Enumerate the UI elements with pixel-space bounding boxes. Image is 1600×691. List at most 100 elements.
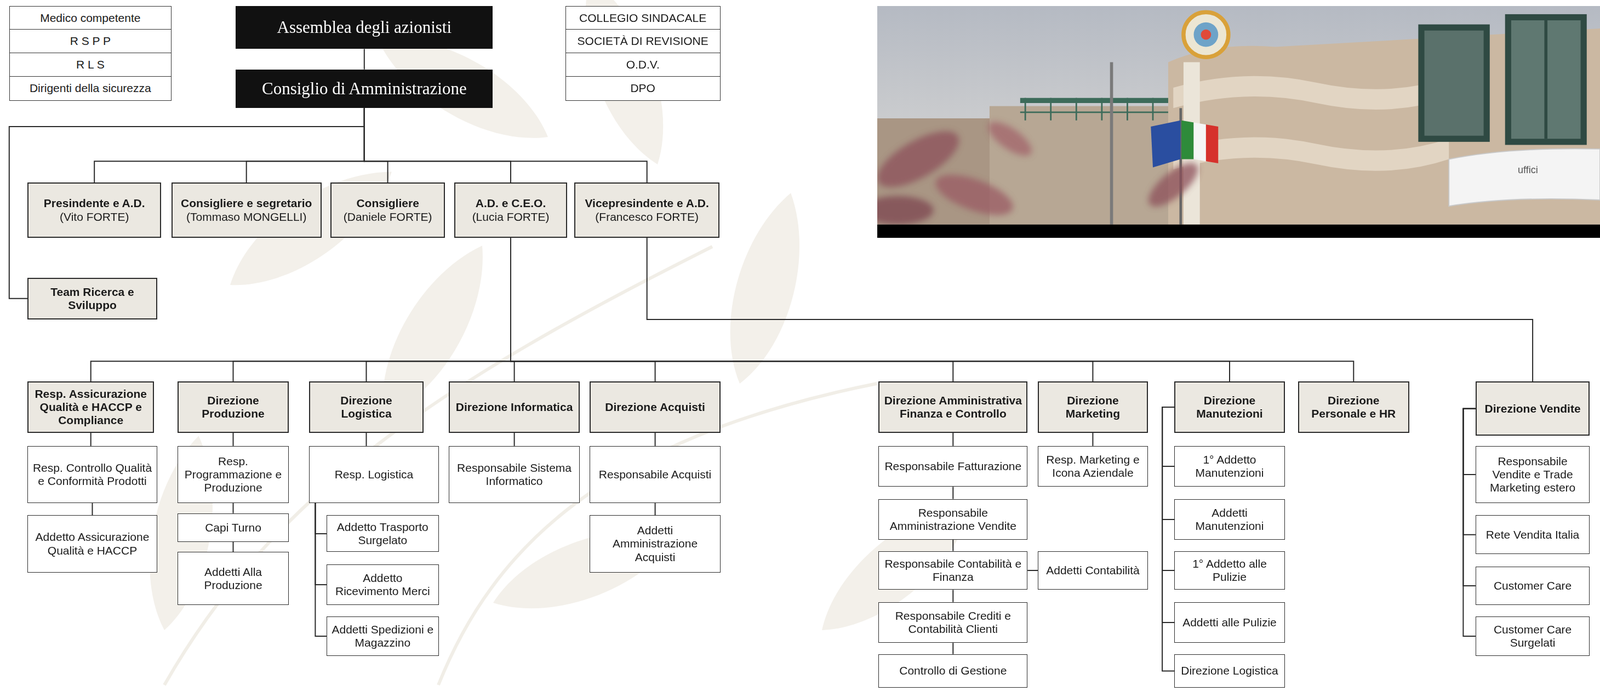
box-title: Addetto Assicurazione Qualità e HACCP (32, 530, 153, 557)
role-box: Responsabile Fatturazione (878, 446, 1028, 487)
connector-line (1162, 407, 1175, 467)
info-cell: R L S (9, 53, 172, 77)
building-photo (1181, 120, 1194, 160)
box-title: Resp. Marketing e Icona Aziendale (1042, 453, 1144, 480)
box-title: Capi Turno (204, 521, 262, 535)
role-box: Addetti alle Pulizie (1174, 602, 1285, 643)
box-title: O.D.V. (626, 58, 660, 72)
box-title: Addetti Alla Produzione (182, 565, 284, 592)
building-photo (1424, 30, 1484, 136)
connector-line (366, 237, 512, 382)
role-box: Responsabile Contabilità e Finanza (878, 551, 1028, 591)
box-title: R L S (76, 58, 105, 72)
connector-line (366, 432, 368, 447)
connector-line (510, 237, 1093, 382)
department-box: Consigliere(Daniele FORTE) (330, 182, 445, 238)
building-photo (1201, 29, 1212, 40)
box-title: Resp. Programmazione e Produzione (182, 454, 284, 495)
department-box: Direzione Vendite (1475, 381, 1591, 436)
building-photo (877, 6, 1600, 225)
info-cell: O.D.V. (565, 53, 721, 77)
building-photo (1075, 98, 1078, 121)
connector-line (92, 503, 94, 516)
connector-line (363, 48, 365, 70)
role-box: Resp. Controllo Qualità e Conformità Pro… (27, 446, 158, 504)
box-title: DPO (630, 81, 656, 95)
connector-line (9, 107, 365, 299)
box-title: Resp. Controllo Qualità e Conformità Pro… (32, 461, 153, 488)
connector-line (315, 503, 327, 534)
box-title: Direzione Manutezioni (1179, 393, 1279, 421)
box-title: Direzione Produzione (183, 393, 284, 421)
person-name: (Daniele FORTE) (343, 210, 433, 224)
box-title: Resp. Logistica (334, 467, 414, 482)
box-title: Addetto Ricevimento Merci (331, 571, 434, 598)
role-box: Rete Vendita Italia (1475, 515, 1591, 554)
box-title: Responsabile Contabilità e Finanza (883, 557, 1023, 584)
building-photo (989, 106, 1184, 225)
box-title: Dirigenti della sicurezza (29, 81, 152, 95)
department-box: Vicepresindente e A.D.(Francesco FORTE) (574, 182, 719, 238)
box-title: 1° Addetto alle Pulizie (1179, 557, 1280, 584)
box-title: Direzione Logistica (1180, 664, 1278, 678)
box-title: Addetti Manutenzioni (1179, 506, 1280, 533)
box-title: SOCIETÀ DI REVISIONE (577, 34, 709, 48)
connector-line (1162, 407, 1175, 571)
connector-line (952, 432, 954, 447)
role-box: Addetti Spedizioni e Magazzino (326, 616, 439, 657)
box-title: Addetti Spedizioni e Magazzino (331, 623, 434, 650)
role-box: Direzione Logistica (1174, 654, 1285, 688)
building-photo (1150, 120, 1181, 168)
department-box: Consigliere e segretario(Tommaso MONGELL… (171, 182, 322, 238)
building-photo (877, 6, 1600, 238)
connector-line (232, 432, 234, 447)
role-box: Responsabile Sistema Informatico (448, 446, 580, 504)
building-photo (1141, 155, 1205, 214)
department-box: Direzione Logistica (309, 381, 424, 433)
connector-line (1027, 569, 1038, 571)
connector-line (364, 107, 388, 183)
department-box: Direzione Acquisti (589, 381, 720, 433)
box-title: Direzione Personale e HR (1303, 393, 1404, 421)
box-title: Presindente e A.D. (43, 196, 146, 210)
info-cell: Medico competente (9, 6, 172, 30)
leaf-stem (164, 246, 877, 685)
info-cell: SOCIETÀ DI REVISIONE (565, 29, 721, 54)
connector-line (510, 237, 1354, 382)
connector-line (315, 503, 327, 585)
box-title: Assemblea degli azionisti (277, 17, 453, 38)
building-photo (1126, 98, 1129, 121)
building-photo (1020, 111, 1184, 113)
leaf-watermark (711, 185, 819, 392)
department-box: Direzione Informatica (448, 381, 580, 433)
info-cell: DPO (565, 76, 721, 102)
connector-line (364, 107, 511, 183)
box-title: Direzione Vendite (1484, 402, 1581, 416)
connector-line (315, 503, 327, 637)
box-title: Rete Vendita Italia (1486, 528, 1580, 542)
box-title: Vicepresindente e A.D. (584, 196, 709, 210)
connector-line (1092, 432, 1094, 447)
role-box: Resp. Programmazione e Produzione (177, 446, 289, 504)
building-photo (1206, 124, 1219, 164)
info-cell: R S P P (9, 29, 172, 54)
role-box: Responsabile Amministrazione Vendite (878, 499, 1028, 540)
box-title: Responsabile Acquisti (598, 467, 712, 482)
connector-line (1162, 407, 1175, 520)
role-box: Addetti Contabilità (1037, 551, 1148, 591)
building-photo (930, 166, 1018, 224)
person-name: (Francesco FORTE) (595, 210, 699, 224)
info-cell: COLLEGIO SINDACALE (565, 6, 721, 30)
role-box: Responsabile Vendite e Trade Marketing e… (1475, 446, 1591, 504)
building-photo (1193, 122, 1207, 162)
connector-line (364, 107, 648, 183)
connector-line (513, 432, 516, 447)
person-name: (Tommaso MONGELLI) (186, 210, 307, 224)
box-title: Direzione Logistica (314, 393, 419, 421)
box-title: Direzione Marketing (1043, 393, 1143, 421)
role-box: Customer Care (1475, 566, 1591, 606)
connector-line (654, 432, 656, 447)
connector-line (1463, 408, 1476, 475)
governance-box: Assemblea degli azionisti (235, 6, 493, 49)
person-name: (Lucia FORTE) (472, 210, 550, 224)
